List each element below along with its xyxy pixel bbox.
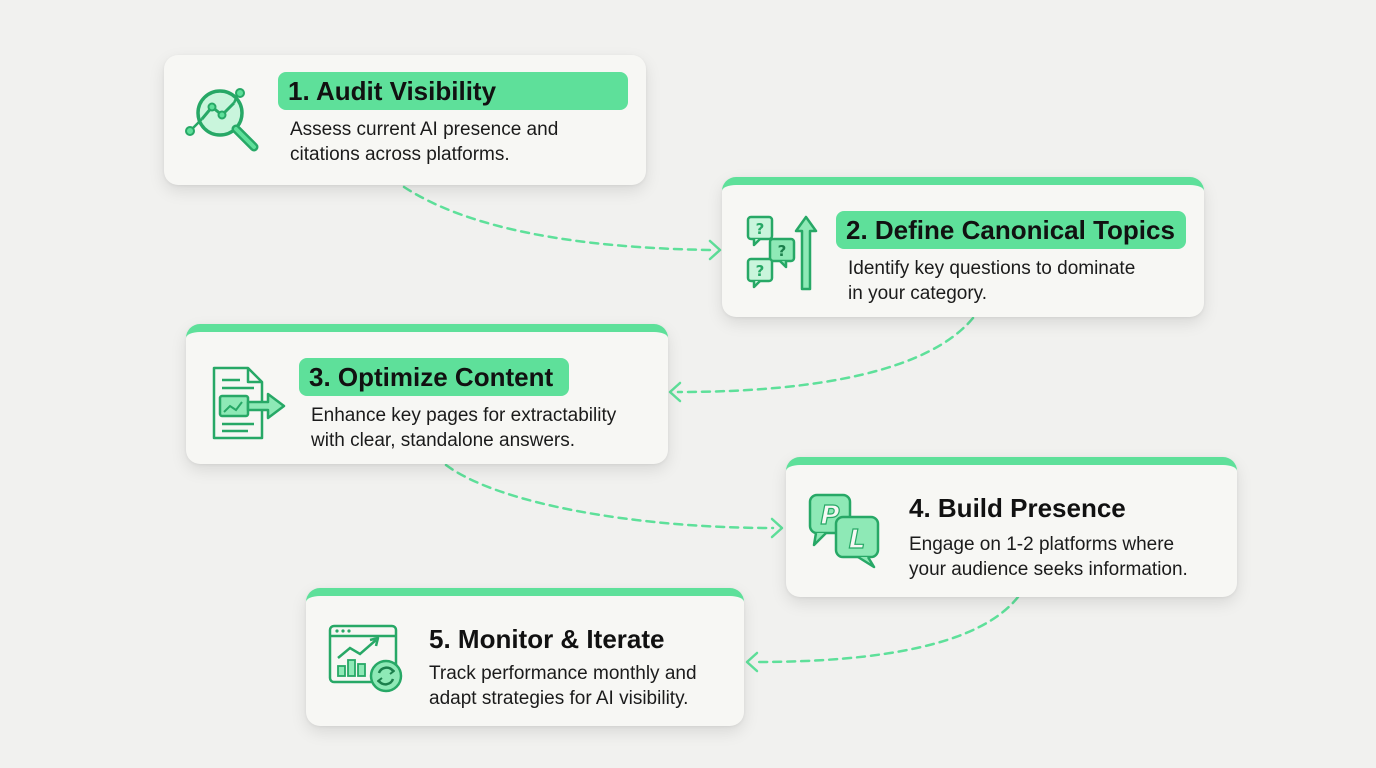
step-card-4: P L 4. Build Presence Engage on 1-2 plat… xyxy=(786,457,1237,597)
step-description: Assess current AI presence and citations… xyxy=(290,119,559,165)
connector-3-4 xyxy=(444,463,775,530)
step-description: Enhance key pages for extractability wit… xyxy=(311,405,617,451)
analytics-dashboard-refresh-icon xyxy=(328,624,408,698)
connector-1-2 xyxy=(402,185,714,252)
arrowhead-3 xyxy=(668,381,682,403)
arrowhead-4 xyxy=(770,517,784,539)
step-description: Engage on 1-2 platforms where your audie… xyxy=(909,534,1188,580)
svg-text:?: ? xyxy=(756,262,765,280)
connector-2-3 xyxy=(676,316,975,394)
step-title: 2. Define Canonical Topics xyxy=(836,211,1186,249)
step-card-5: 5. Monitor & Iterate Track performance m… xyxy=(306,588,744,726)
platform-chat-bubbles-icon: P L xyxy=(806,491,888,571)
step-card-3: 3. Optimize Content Enhance key pages fo… xyxy=(186,324,668,464)
step-title: 3. Optimize Content xyxy=(299,358,569,396)
step-card-1: 1. Audit Visibility Assess current AI pr… xyxy=(164,55,646,185)
arrowhead-5 xyxy=(745,651,759,673)
arrowhead-2 xyxy=(708,239,722,261)
document-arrow-icon xyxy=(210,364,290,442)
step-title: 4. Build Presence xyxy=(909,493,1126,523)
step-description: Identify key questions to dominate in yo… xyxy=(848,258,1136,304)
connector-4-5 xyxy=(753,595,1020,664)
svg-text:L: L xyxy=(849,525,866,555)
step-description: Track performance monthly and adapt stra… xyxy=(429,663,697,709)
step-title: 5. Monitor & Iterate xyxy=(429,624,665,654)
svg-text:?: ? xyxy=(756,220,765,238)
svg-text:?: ? xyxy=(778,242,787,260)
question-bubbles-arrow-icon: ? ? ? xyxy=(746,213,822,291)
magnifier-chart-icon xyxy=(182,81,264,161)
step-card-2: ? ? ? 2. Define Canonical Topics Identif… xyxy=(722,177,1204,317)
step-title: 1. Audit Visibility xyxy=(278,72,628,110)
